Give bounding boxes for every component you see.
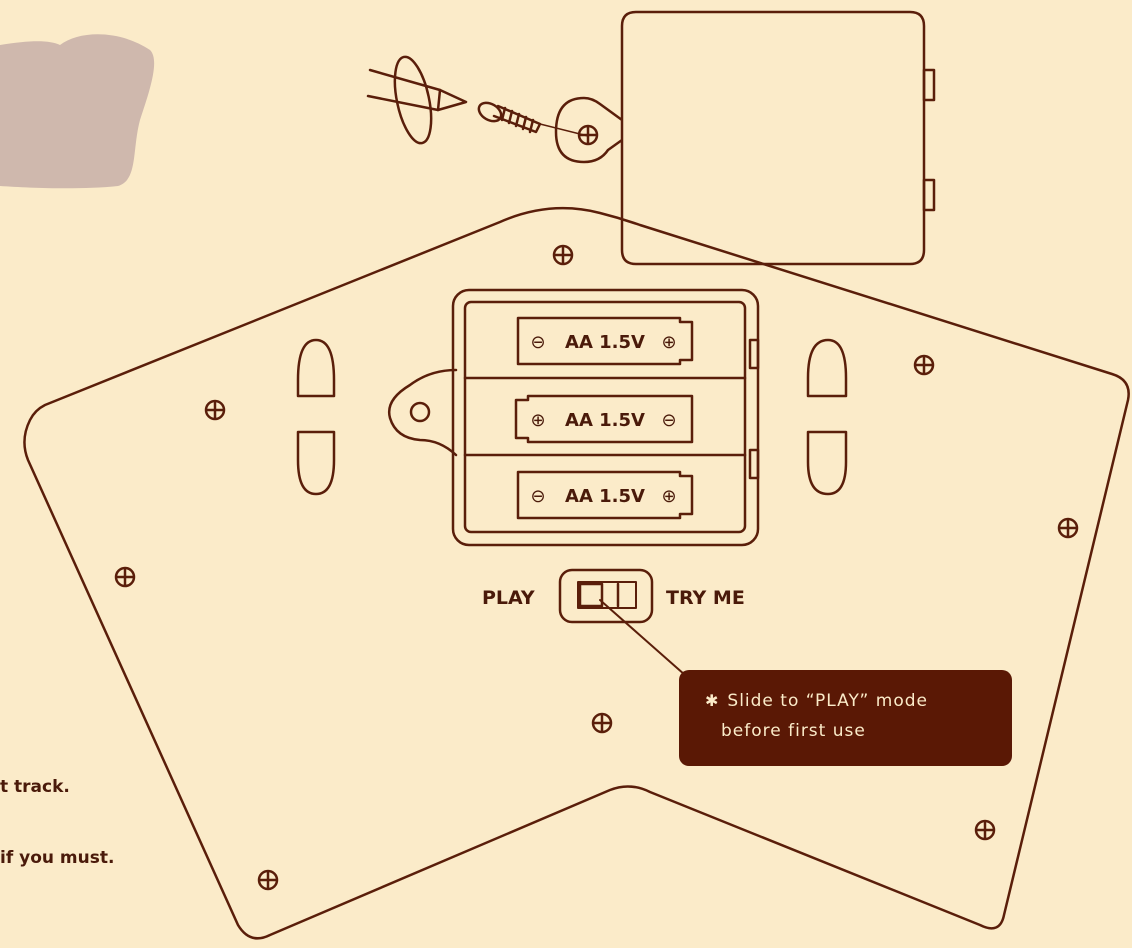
battery-terminal-right: ⊖: [661, 410, 676, 431]
cut-off-text-1: t track.: [0, 777, 70, 797]
battery-2-shape: [514, 394, 694, 444]
screw-icon: [477, 101, 589, 137]
screw-hole-icon: [552, 244, 574, 266]
instruction-callout: ✱ Slide to “PLAY” mode before first use: [679, 670, 1012, 766]
battery-label: AA 1.5V: [565, 486, 645, 507]
screw-hole-icon: [114, 566, 136, 588]
slot-right-top: [806, 338, 848, 398]
screw-hole-icon: [257, 869, 279, 891]
mounting-hole: [409, 401, 431, 423]
switch-knob[interactable]: [578, 582, 604, 608]
screw-hole-icon: [204, 399, 226, 421]
callout-line-2: before first use: [721, 721, 866, 741]
battery-compartment: [451, 288, 760, 547]
screw-hole-icon: [577, 124, 599, 146]
asterisk-icon: ✱: [705, 691, 720, 710]
screw-hole-icon: [913, 354, 935, 376]
cover-tab-top: [922, 68, 936, 102]
screw-hole-icon: [974, 819, 996, 841]
compartment-ear: [387, 368, 458, 457]
battery-terminal-right: ⊕: [661, 486, 676, 507]
screwdriver-icon: [366, 55, 468, 145]
battery-terminal-left: ⊖: [530, 332, 545, 353]
toy-body-outline: [23, 206, 1130, 940]
battery-terminal-left: ⊖: [530, 486, 545, 507]
battery-label: AA 1.5V: [565, 410, 645, 431]
screw-hole-icon: [591, 712, 613, 734]
battery-terminal-left: ⊕: [530, 410, 545, 431]
battery-cover: [554, 10, 926, 266]
decorative-blob: [0, 34, 155, 189]
switch-label-play: PLAY: [482, 587, 535, 609]
switch-label-try-me: TRY ME: [666, 587, 745, 609]
battery-label: AA 1.5V: [565, 332, 645, 353]
slot-left-bottom: [296, 430, 336, 496]
screw-hole-icon: [1057, 517, 1079, 539]
battery-bay: [463, 300, 747, 534]
battery-terminal-right: ⊕: [661, 332, 676, 353]
battery-3-shape: [516, 470, 694, 520]
slot-right-bottom: [806, 430, 848, 496]
battery-1-shape: [516, 316, 694, 366]
cover-tab-bottom: [922, 178, 936, 212]
callout-line-1: Slide to “PLAY” mode: [727, 691, 928, 711]
slot-left-top: [296, 338, 336, 398]
cut-off-text-2: if you must.: [0, 848, 115, 868]
switch-housing[interactable]: [558, 568, 654, 624]
